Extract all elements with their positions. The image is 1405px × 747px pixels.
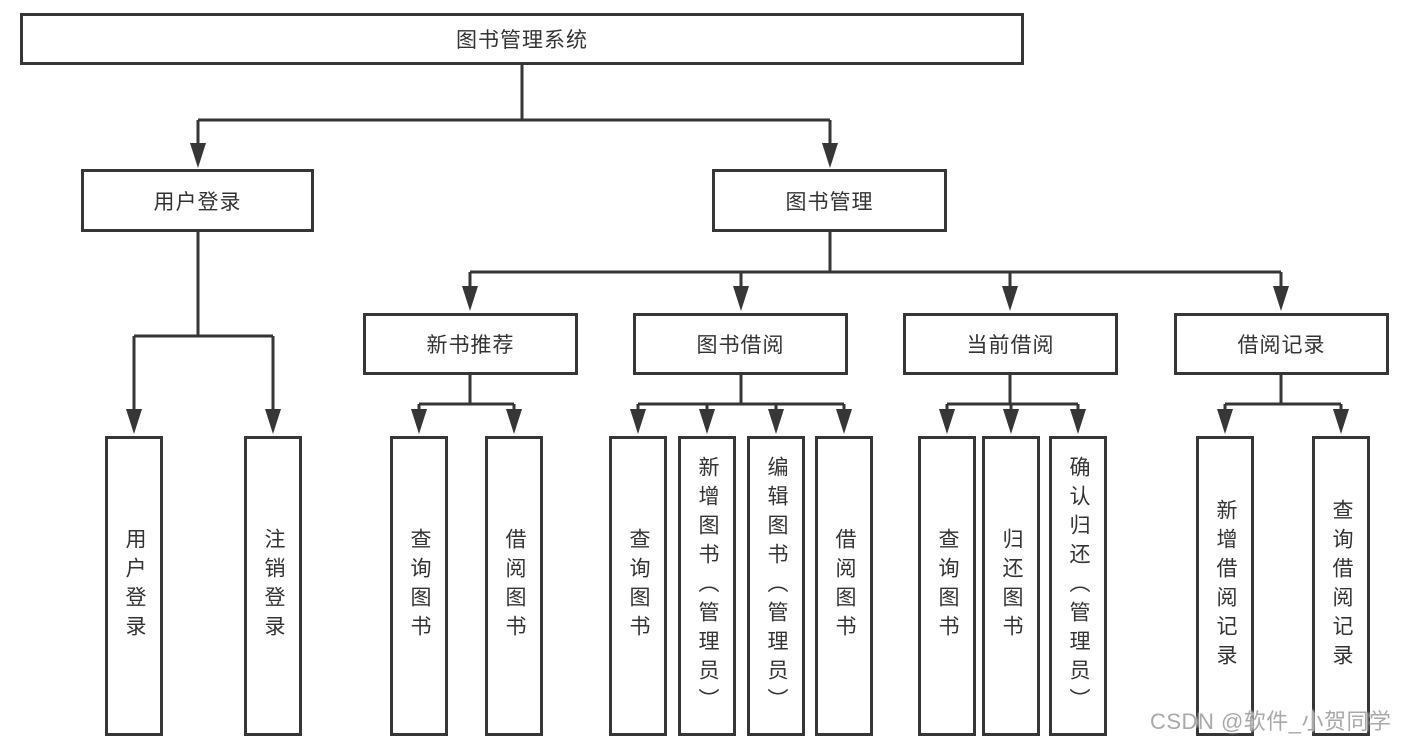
node-leaf-add-borrow-record: 新增借阅记录 bbox=[1196, 436, 1254, 736]
arrowheads bbox=[126, 143, 1349, 434]
node-book-management-system: 图书管理系统 bbox=[20, 13, 1024, 65]
node-leaf-edit-books-admin: 编辑图书（管理员） bbox=[747, 436, 805, 736]
node-leaf-borrow-books: 借阅图书 bbox=[815, 436, 873, 736]
node-leaf-borrow-books-recommend: 借阅图书 bbox=[485, 436, 543, 736]
node-book-borrowing: 图书借阅 bbox=[633, 313, 848, 375]
node-leaf-return-books: 归还图书 bbox=[982, 436, 1040, 736]
node-new-book-recommend: 新书推荐 bbox=[363, 313, 578, 375]
node-leaf-query-books-recommend: 查询图书 bbox=[390, 436, 448, 736]
node-leaf-logout: 注销登录 bbox=[244, 436, 302, 736]
node-leaf-confirm-return-admin: 确认归还（管理员） bbox=[1049, 436, 1107, 736]
node-user-login: 用户登录 bbox=[81, 169, 314, 232]
connector-paths bbox=[132, 65, 1343, 413]
node-leaf-query-books-borrow: 查询图书 bbox=[609, 436, 667, 736]
watermark-text: CSDN @软件_小贺同学 bbox=[1150, 709, 1392, 734]
node-borrowing-records: 借阅记录 bbox=[1174, 313, 1389, 375]
node-leaf-user-login: 用户登录 bbox=[105, 436, 163, 736]
node-leaf-query-books-current: 查询图书 bbox=[918, 436, 976, 736]
node-current-borrowing: 当前借阅 bbox=[903, 313, 1118, 375]
node-leaf-add-books-admin: 新增图书（管理员） bbox=[678, 436, 736, 736]
node-leaf-query-borrow-record: 查询借阅记录 bbox=[1312, 436, 1370, 736]
node-book-management: 图书管理 bbox=[712, 169, 947, 232]
